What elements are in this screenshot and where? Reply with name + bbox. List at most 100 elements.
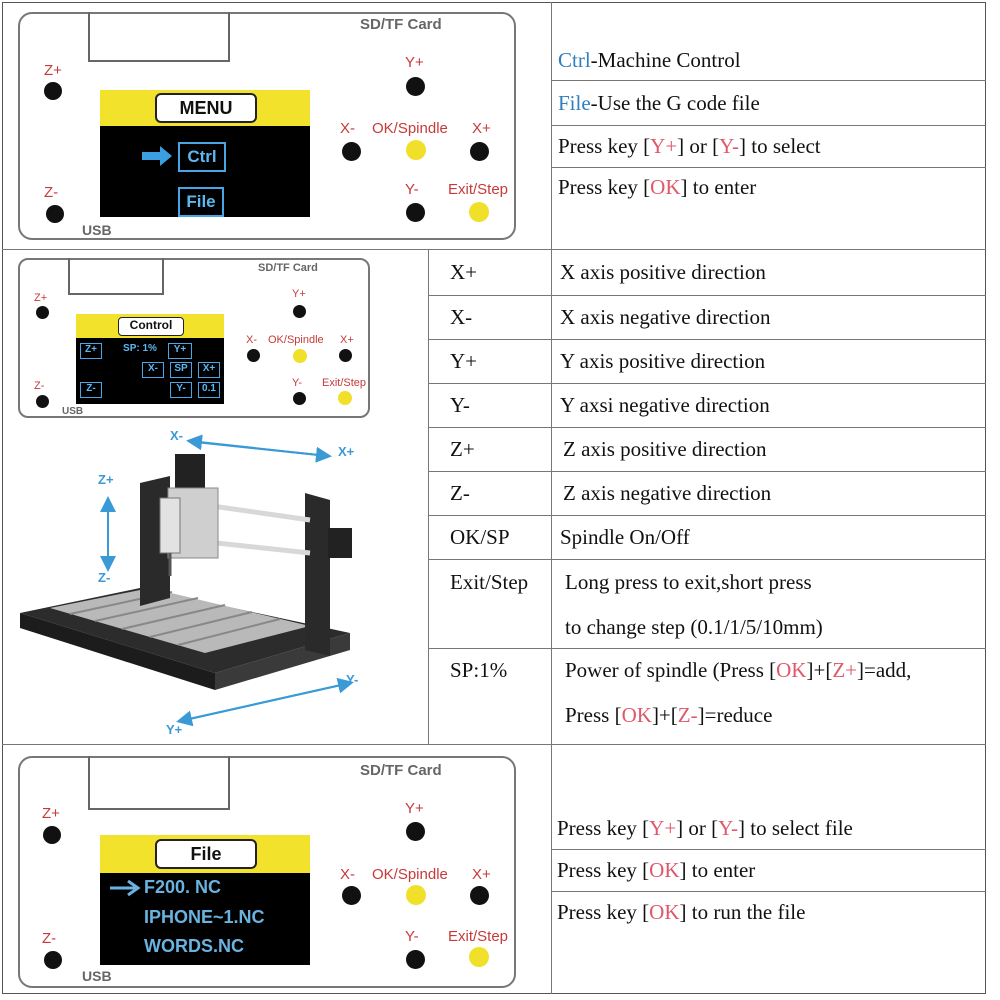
- x-plus-button[interactable]: [470, 886, 489, 905]
- selection-arrow-icon: [142, 146, 172, 166]
- x-minus-label: X-: [340, 866, 355, 883]
- sd-card-slot: [88, 756, 230, 810]
- y-plus-label: Y+: [292, 288, 306, 300]
- y-plus-button[interactable]: [293, 305, 306, 318]
- cell-x-minus: X-: [142, 362, 164, 378]
- desc-sp-power-line2: Press [OK]+[Z-]=reduce: [565, 703, 773, 727]
- y-plus-label: Y+: [405, 800, 424, 817]
- x-minus-label: X-: [340, 120, 355, 137]
- column-divider: [551, 2, 552, 994]
- key-y-minus: Y-: [450, 393, 470, 417]
- screen-title: MENU: [155, 93, 257, 123]
- column-divider: [428, 249, 429, 744]
- y-plus-button[interactable]: [406, 77, 425, 96]
- line-divider: [428, 471, 986, 472]
- ok-spindle-button[interactable]: [406, 140, 426, 160]
- y-minus-button[interactable]: [293, 392, 306, 405]
- file-item[interactable]: WORDS.NC: [144, 936, 244, 956]
- x-stepper-motor: [328, 528, 352, 558]
- desc-exit-step-line2: to change step (0.1/1/5/10mm): [565, 615, 823, 639]
- line-divider: [428, 383, 986, 384]
- menu-item-file[interactable]: File: [178, 187, 224, 217]
- z-plus-button[interactable]: [36, 306, 49, 319]
- exit-step-button[interactable]: [469, 947, 489, 967]
- key-z-minus: Z-: [450, 481, 470, 505]
- file-item[interactable]: IPHONE~1.NC: [144, 907, 265, 927]
- exit-step-label: Exit/Step: [448, 928, 509, 945]
- line-divider: [428, 339, 986, 340]
- x-plus-button[interactable]: [470, 142, 489, 161]
- cell-x-plus: X+: [198, 362, 220, 378]
- y-minus-button[interactable]: [406, 950, 425, 969]
- key-sp-power: SP:1%: [450, 658, 508, 682]
- usb-label: USB: [62, 406, 84, 417]
- cnc-machine-illustration: [20, 434, 354, 727]
- axis-label-x-plus: X+: [338, 444, 355, 459]
- exit-step-button[interactable]: [338, 391, 352, 405]
- z-plus-button[interactable]: [43, 826, 61, 844]
- control-panel-control: SD/TF Card USB Z+ Z- Y+ X- OK/Spindle X+…: [18, 258, 370, 418]
- y-plus-label: Y+: [405, 54, 424, 71]
- z-plus-button[interactable]: [44, 82, 62, 100]
- file-item-selected[interactable]: F200. NC: [144, 877, 222, 897]
- line-divider: [428, 427, 986, 428]
- sd-card-label: SD/TF Card: [258, 262, 318, 274]
- ok-spindle-label: OK/Spindle: [268, 334, 324, 346]
- x-minus-button[interactable]: [247, 349, 260, 362]
- desc-x-minus: X axis negative direction: [560, 305, 771, 329]
- z-minus-button[interactable]: [46, 205, 64, 223]
- z-minus-button[interactable]: [44, 951, 62, 969]
- axis-label-z-plus: Z+: [98, 472, 114, 487]
- usb-label: USB: [82, 968, 112, 984]
- z-plus-label: Z+: [44, 62, 62, 79]
- desc-z-plus: Z axis positive direction: [563, 437, 767, 461]
- desc-z-minus: Z axis negative direction: [563, 481, 772, 505]
- x-minus-button[interactable]: [342, 886, 361, 905]
- line-divider: [428, 559, 986, 560]
- x-plus-label: X+: [340, 334, 354, 346]
- line-divider: [551, 80, 986, 81]
- row-divider: [2, 744, 986, 745]
- bed-slot: [94, 597, 199, 622]
- gantry-right-upright: [305, 493, 330, 656]
- ok-spindle-button[interactable]: [293, 349, 307, 363]
- sd-card-label: SD/TF Card: [360, 762, 442, 779]
- menu-item-ctrl[interactable]: Ctrl: [178, 142, 226, 172]
- exit-step-label: Exit/Step: [322, 377, 367, 389]
- exit-step-button[interactable]: [469, 202, 489, 222]
- run-file-instruction: Press key [OK] to run the file: [557, 900, 806, 924]
- control-panel-menu: SD/TF Card USB Z+ Z- Y+ X- OK/Spindle X+…: [18, 12, 516, 240]
- cell-z-plus: Z+: [80, 343, 102, 359]
- z-minus-label: Z-: [44, 184, 59, 201]
- axis-label-y-minus: Y-: [346, 672, 359, 687]
- x-minus-label: X-: [246, 334, 257, 346]
- line-divider: [551, 167, 986, 168]
- line-divider: [428, 515, 986, 516]
- bed-slot: [177, 618, 281, 646]
- z-minus-label: Z-: [42, 930, 57, 947]
- key-x-minus: X-: [450, 305, 473, 329]
- y-plus-button[interactable]: [406, 822, 425, 841]
- x-minus-button[interactable]: [342, 142, 361, 161]
- spindle-motor: [159, 497, 181, 554]
- screen-title: File: [155, 839, 257, 869]
- sd-card-label: SD/TF Card: [360, 16, 442, 33]
- x-plus-button[interactable]: [339, 349, 352, 362]
- line-divider: [428, 648, 986, 649]
- y-minus-label: Y-: [405, 928, 419, 945]
- line-divider: [551, 891, 986, 892]
- z-stepper-motor: [175, 454, 205, 488]
- instruction-table: [2, 2, 986, 994]
- y-minus-label: Y-: [405, 181, 419, 198]
- x-axis-arrow-back: [186, 434, 329, 457]
- z-minus-button[interactable]: [36, 395, 49, 408]
- y-minus-button[interactable]: [406, 203, 425, 222]
- cell-z-minus: Z-: [80, 382, 102, 398]
- key-y-plus: Y+: [450, 349, 478, 373]
- ok-spindle-button[interactable]: [406, 885, 426, 905]
- cell-step: 0.1: [198, 382, 220, 398]
- ok-spindle-label: OK/Spindle: [372, 120, 448, 137]
- row-divider: [2, 249, 986, 250]
- control-panel-file: SD/TF Card USB Z+ Z- Y+ X- OK/Spindle X+…: [18, 756, 516, 988]
- z-plus-label: Z+: [34, 292, 48, 304]
